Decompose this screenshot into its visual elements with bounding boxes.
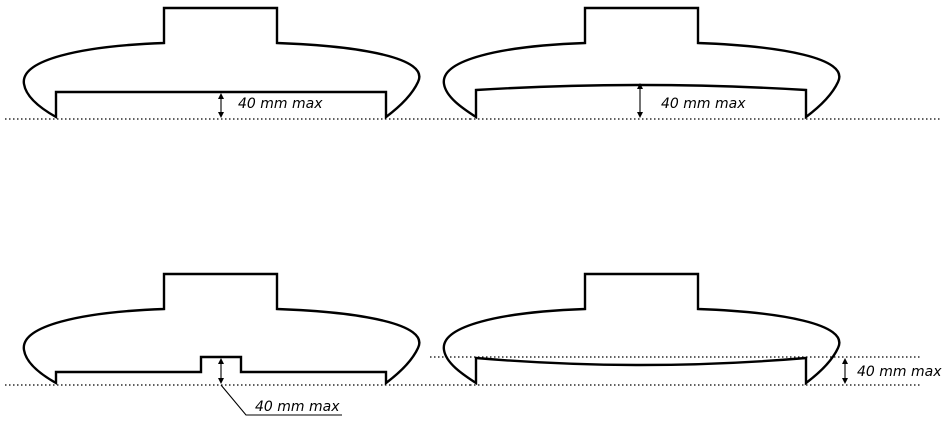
arrow-up <box>218 358 224 364</box>
figure-sagging-underside: 40 mm max <box>430 272 942 386</box>
arrow-up <box>637 83 643 89</box>
clearance-label: 40 mm max <box>255 399 340 415</box>
figure-flat-underside: 40 mm max <box>5 6 470 120</box>
figure-raised-underside: 40 mm max <box>442 6 940 120</box>
clearance-label: 40 mm max <box>238 96 323 112</box>
figure-central-protrusion: 40 mm max <box>5 272 470 416</box>
leader-line <box>220 384 342 416</box>
arrow-up <box>842 358 848 364</box>
clearance-label: 40 mm max <box>661 96 746 112</box>
vehicle-outline <box>22 6 421 120</box>
arrow-down <box>637 112 643 118</box>
arrow-down <box>218 378 224 384</box>
vehicle-outline <box>442 6 841 120</box>
arrow-down <box>218 112 224 118</box>
arrow-up <box>218 93 224 99</box>
arrow-down <box>842 378 848 384</box>
vehicle-outline <box>442 272 841 386</box>
clearance-label: 40 mm max <box>857 364 942 380</box>
vehicle-outline <box>22 272 421 386</box>
